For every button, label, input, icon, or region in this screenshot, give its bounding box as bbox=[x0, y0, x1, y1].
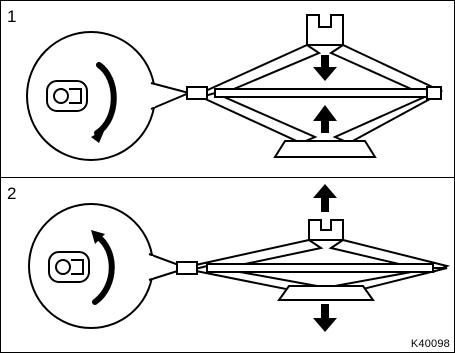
rotate-counterclockwise-icon bbox=[94, 62, 117, 136]
scissor-jack bbox=[176, 219, 451, 301]
up-arrow-icon bbox=[313, 184, 337, 212]
crank-detail-callout bbox=[26, 31, 193, 161]
step-1-illustration bbox=[26, 14, 444, 161]
rotate-arrowhead-icon bbox=[91, 230, 105, 244]
step-2-panel: 2 bbox=[1, 177, 454, 353]
scissor-jack bbox=[186, 14, 444, 158]
up-arrow-icon bbox=[313, 105, 337, 133]
down-arrow-icon bbox=[313, 55, 337, 81]
rotate-arrowhead-icon bbox=[91, 129, 105, 143]
crank-detail-callout bbox=[28, 203, 191, 329]
step-1-number: 1 bbox=[7, 7, 17, 26]
figure-code: K40098 bbox=[410, 338, 450, 350]
crank-eye-icon bbox=[48, 251, 90, 283]
step-2-number: 2 bbox=[7, 184, 17, 203]
step-1-panel: 1 bbox=[1, 1, 454, 177]
down-arrow-icon bbox=[313, 304, 337, 332]
step-2-illustration bbox=[28, 184, 451, 332]
crank-eye-icon bbox=[46, 80, 88, 112]
rotate-clockwise-icon bbox=[92, 233, 115, 305]
